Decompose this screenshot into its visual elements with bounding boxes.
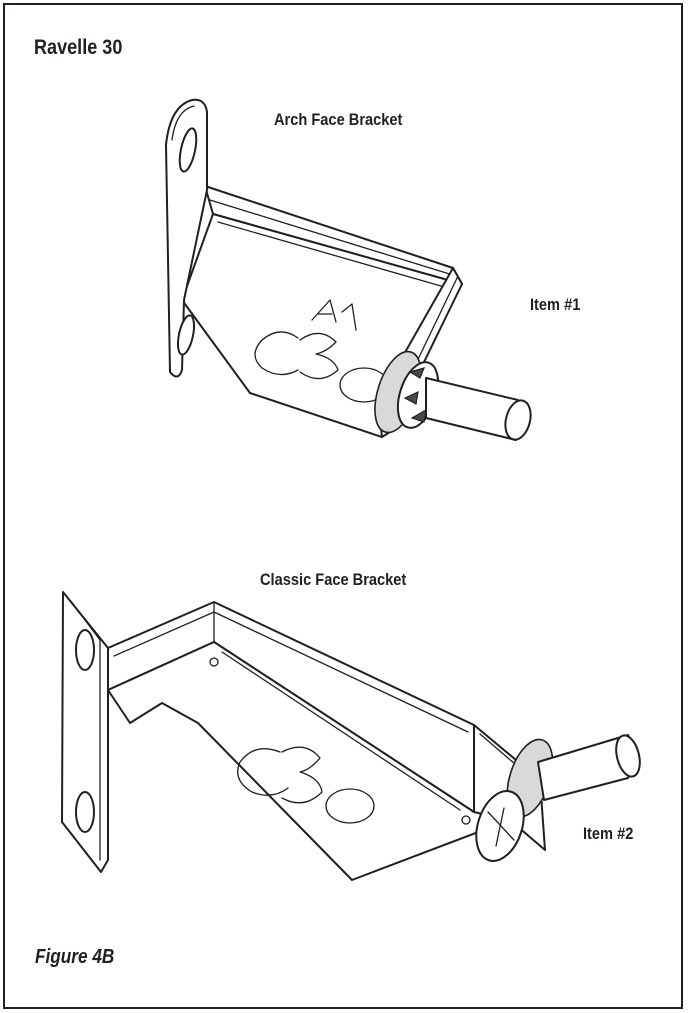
arch-face-bracket (165, 98, 532, 441)
figure-title: Ravelle 30 (34, 36, 123, 59)
arch-flange-slot-top (178, 127, 198, 173)
classic-bracket-bottom-plate (107, 641, 511, 881)
item-1-label: Item #1 (530, 295, 581, 314)
figure-caption: Figure 4B (35, 946, 115, 968)
classic-bracket-mounting-flange (61, 591, 109, 873)
arch-stamp-3 (299, 332, 339, 380)
arch-bracket-mounting-flange (165, 98, 208, 378)
classic-stamp-o (325, 788, 375, 824)
classic-stamp-c (237, 748, 289, 796)
classic-stamp-3 (281, 746, 323, 804)
classic-bracket-label: Classic Face Bracket (260, 570, 407, 589)
arch-stamp-c (254, 331, 299, 376)
classic-flange-slot-bottom (75, 791, 95, 833)
classic-flange-slot-top (75, 629, 95, 671)
arch-flange-slot-bottom (176, 314, 196, 356)
classic-face-bracket (61, 591, 641, 881)
arch-bracket-label: Arch Face Bracket (274, 110, 403, 129)
item-2-label: Item #2 (583, 824, 634, 843)
arch-stamp-a1 (311, 299, 357, 331)
